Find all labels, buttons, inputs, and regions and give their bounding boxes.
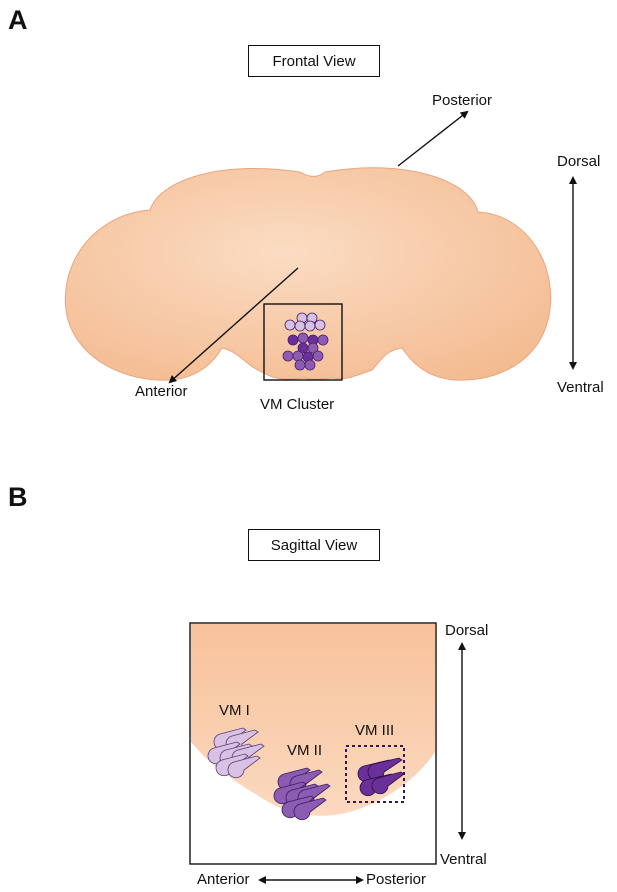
frontal-view-title: Frontal View	[248, 45, 380, 77]
panel-a-letter: A	[8, 5, 28, 35]
posterior-label-b: Posterior	[366, 871, 427, 888]
vm-cluster-box	[263, 303, 343, 381]
vm-iii-label: VM III	[355, 722, 395, 739]
vm-cluster-cells	[282, 312, 329, 371]
vm-i-label: VM I	[219, 702, 250, 719]
anterior-label-b: Anterior	[197, 871, 250, 888]
posterior-arrow	[397, 110, 469, 167]
vm-i-neurons	[207, 727, 265, 779]
panel-b-letter: B	[8, 482, 28, 512]
brain-outline	[64, 167, 552, 381]
vm-iii-neurons	[357, 757, 405, 797]
vm-ii-neurons	[273, 767, 331, 821]
vm-cluster-label: VM Cluster	[260, 396, 335, 413]
vm-ii-label: VM II	[287, 742, 323, 759]
dorsal-label-a: Dorsal	[557, 153, 601, 170]
ventral-label-b: Ventral	[440, 851, 487, 868]
ventral-label-a: Ventral	[557, 379, 604, 396]
anterior-label-a: Anterior	[135, 383, 188, 400]
posterior-label-a: Posterior	[432, 92, 493, 109]
sagittal-view-title: Sagittal View	[248, 529, 380, 561]
anterior-arrow	[168, 267, 299, 384]
dorsal-label-b: Dorsal	[445, 622, 489, 639]
